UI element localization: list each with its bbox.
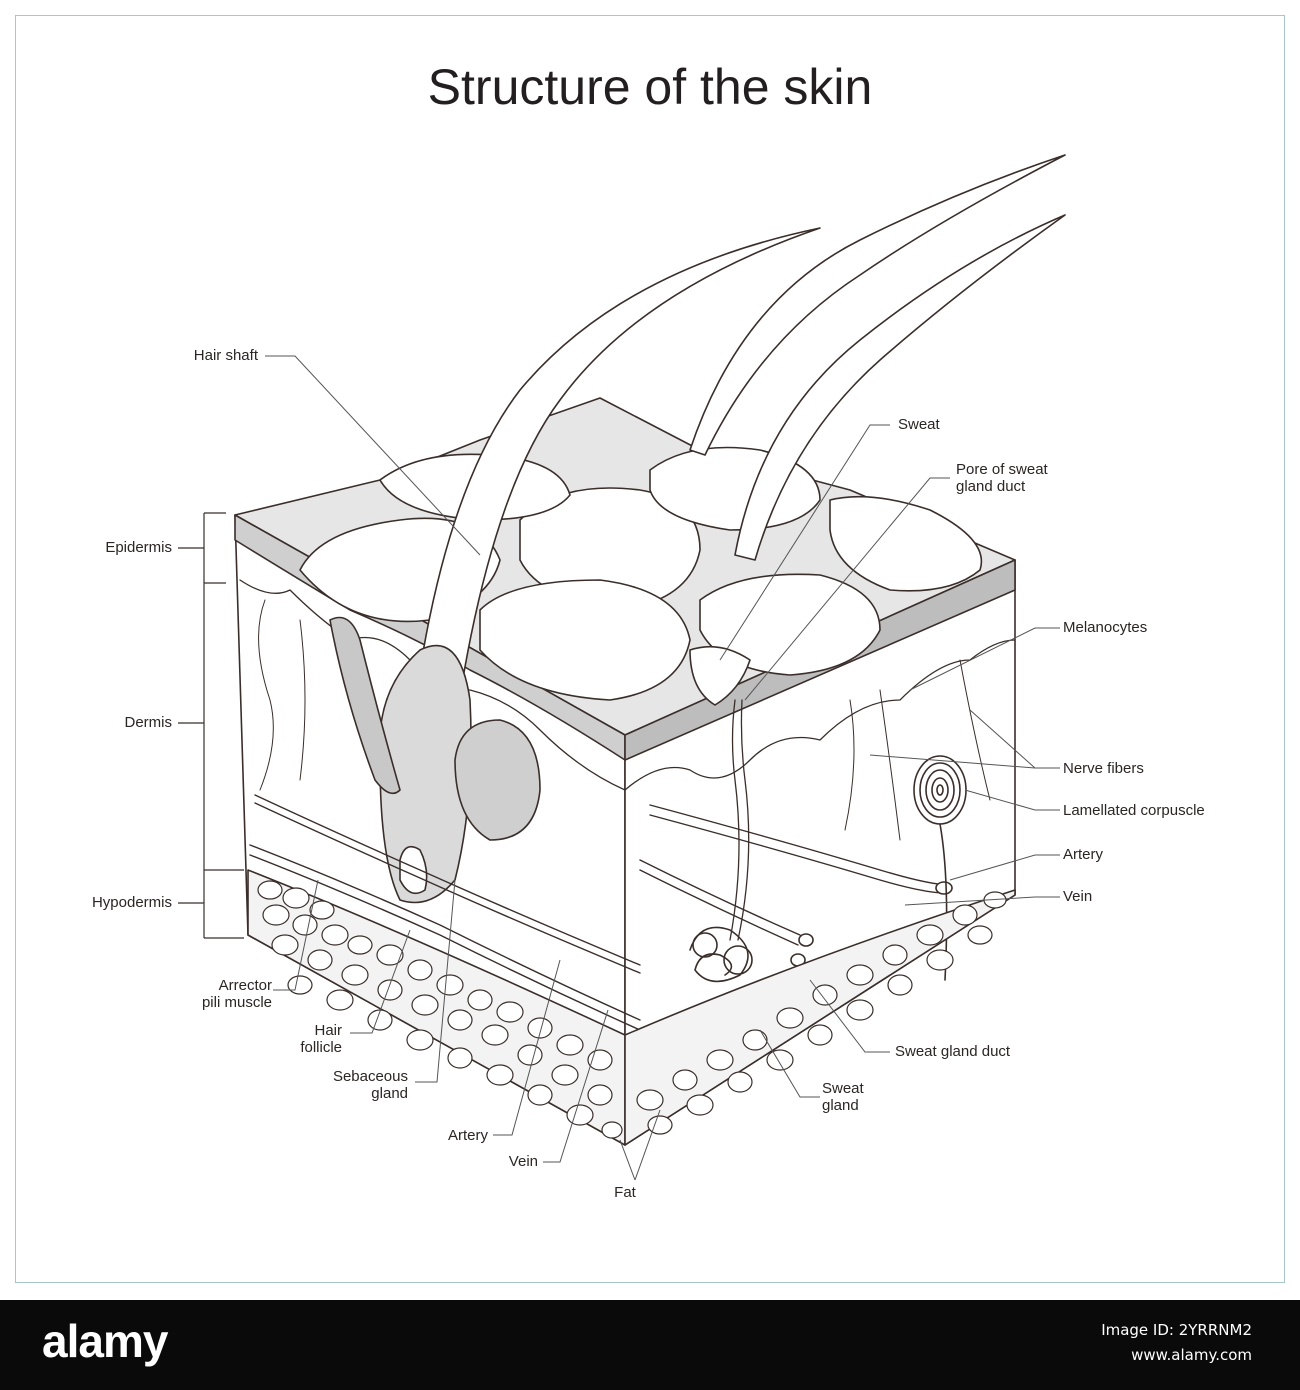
nerve-fiber xyxy=(959,659,991,801)
skin-cell xyxy=(829,495,983,592)
hair-shaft-2 xyxy=(689,154,1066,456)
label-vein-bottom: Vein xyxy=(508,1153,538,1170)
vein-front-2 xyxy=(249,854,641,1031)
leader-lines xyxy=(265,355,1060,1181)
label-dermis: Dermis xyxy=(124,714,173,731)
label-epidermis: Epidermis xyxy=(105,539,172,556)
diagram-frame xyxy=(15,15,1285,1283)
label-nerve-fibers: Nerve fibers xyxy=(1063,760,1144,777)
artery-front-2 xyxy=(254,802,641,974)
fat-layer-right xyxy=(624,889,1016,1146)
label-artery-right: Artery xyxy=(1063,846,1104,863)
label-lamellated-corpuscle: Lamellated corpuscle xyxy=(1063,802,1205,819)
label-arrector-pili-muscle: Arrector pili muscle xyxy=(201,977,272,1011)
label-vein-right: Vein xyxy=(1063,888,1093,905)
skin-cross-section-illustration xyxy=(178,154,1066,1181)
page-title: Structure of the skin xyxy=(427,59,873,115)
nerve-fiber xyxy=(844,699,855,831)
image-id: Image ID: 2YRRNM2 xyxy=(1101,1321,1252,1339)
sweat-drop xyxy=(689,645,751,706)
dermal-junction-right xyxy=(624,639,1016,791)
vein-right xyxy=(639,859,801,936)
sweat-gland-coil xyxy=(689,926,749,983)
label-pore-of-sweat-gland-duct: Pore of sweat gland duct xyxy=(956,461,1048,495)
label-hair-shaft: Hair shaft xyxy=(193,347,258,364)
sebaceous-gland xyxy=(454,719,541,841)
vein-right-end xyxy=(798,933,814,947)
label-sweat: Sweat xyxy=(898,416,940,433)
site-url: www.alamy.com xyxy=(1131,1346,1252,1364)
hair-shaft-3 xyxy=(734,214,1066,561)
vein-front xyxy=(249,844,641,1021)
brand-logo: alamy xyxy=(42,1315,168,1367)
sweat-gland-loop xyxy=(692,932,718,958)
label-hair-follicle: Hair follicle xyxy=(300,1022,342,1056)
stock-banner: alamy Image ID: 2YRRNM2 www.alamy.com xyxy=(0,1300,1300,1390)
label-hypodermis: Hypodermis xyxy=(91,894,172,911)
artery-right-2 xyxy=(649,814,946,894)
sweat-gland-loop xyxy=(723,945,753,975)
fat-cells xyxy=(257,880,1007,1139)
sweat-gland-duct-2 xyxy=(737,699,750,941)
sweat-gland-duct xyxy=(729,699,740,941)
artery-right-end xyxy=(935,881,953,895)
artery-front xyxy=(254,794,641,966)
layer-brackets xyxy=(178,512,244,939)
label-sweat-gland-duct: Sweat gland duct xyxy=(895,1043,1011,1060)
label-sweat-gland: Sweat gland xyxy=(822,1080,864,1114)
label-sebaceous-gland: Sebaceous gland xyxy=(332,1068,408,1102)
arrector-pili-muscle xyxy=(329,616,401,795)
nerve-fiber xyxy=(879,689,901,841)
artery-right xyxy=(649,804,951,886)
nerve-fiber xyxy=(299,619,306,781)
vein-right-2 xyxy=(639,869,799,946)
lamellated-corpuscle xyxy=(913,755,967,981)
label-artery-bottom: Artery xyxy=(447,1127,488,1144)
label-melanocytes: Melanocytes xyxy=(1063,619,1148,636)
skin-cell xyxy=(479,579,691,701)
nerve-fiber xyxy=(258,599,274,791)
label-fat: Fat xyxy=(614,1184,636,1201)
